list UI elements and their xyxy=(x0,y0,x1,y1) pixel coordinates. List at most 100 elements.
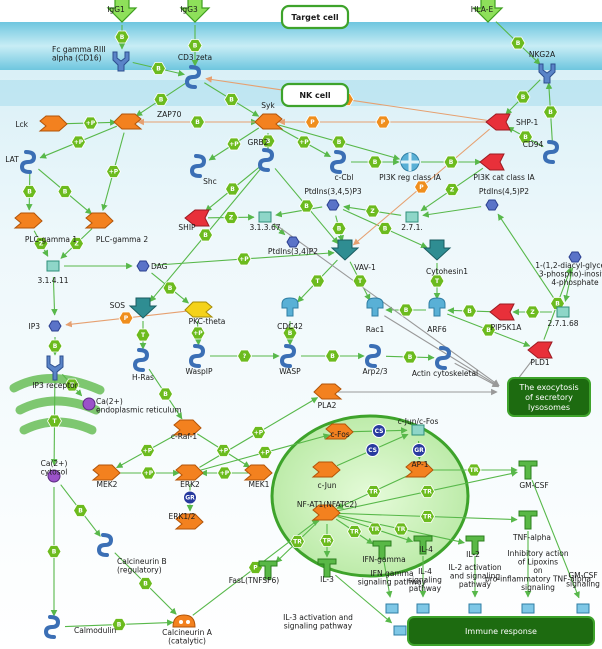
svg-text:B: B xyxy=(523,134,528,141)
edge-ec_2_7_1_68-ptdins45p2 xyxy=(497,213,558,304)
node-cd3-zeta[interactable] xyxy=(184,65,202,89)
node-fc-gamma[interactable] xyxy=(112,51,130,72)
svg-text:B: B xyxy=(467,308,472,315)
node-pla2[interactable] xyxy=(313,383,343,400)
node-actin[interactable] xyxy=(434,346,452,370)
node-hla-e[interactable] xyxy=(472,0,504,23)
node-ip3[interactable] xyxy=(48,320,62,332)
node-mek2[interactable] xyxy=(91,464,121,481)
node-cd94[interactable] xyxy=(542,140,560,164)
node-arp23[interactable] xyxy=(364,344,382,368)
node-ca-cytosol[interactable] xyxy=(47,469,61,483)
label-c-fos: c-Fos xyxy=(330,430,349,439)
label-wasp: WASP xyxy=(279,367,301,376)
node-c-cbl[interactable] xyxy=(329,150,347,174)
node-wasp[interactable] xyxy=(279,344,297,368)
node-plc-g2[interactable] xyxy=(84,212,114,229)
node-calcineurin-a[interactable] xyxy=(172,614,196,628)
node-ptdins45p2[interactable] xyxy=(485,199,499,211)
node-fasl[interactable] xyxy=(258,560,278,580)
node-mek1[interactable] xyxy=(243,464,273,481)
node-lipoxins[interactable] xyxy=(521,603,535,614)
label-ifn-gamma: IFN-gamma xyxy=(362,555,405,564)
node-c-fos[interactable] xyxy=(324,423,354,440)
mark-binding: B xyxy=(153,93,169,106)
node-h-ras[interactable] xyxy=(132,348,150,372)
label-ptdins345p3: PtdIns(3,4,5)P3 xyxy=(304,187,362,196)
mark-binding: B xyxy=(187,39,203,52)
node-il3[interactable] xyxy=(317,558,337,578)
label-lat: LAT xyxy=(5,155,19,164)
node-grb2[interactable] xyxy=(257,148,275,172)
node-sos[interactable] xyxy=(128,297,158,319)
svg-text:B: B xyxy=(555,301,560,308)
node-gmcsf-pathway[interactable] xyxy=(576,603,590,614)
node-cytohesin1[interactable] xyxy=(422,239,452,261)
node-ec-3-1-3-67[interactable] xyxy=(258,211,272,223)
node-ec-2-7-1[interactable] xyxy=(405,211,419,223)
svg-text:TR: TR xyxy=(470,467,479,474)
svg-text:B: B xyxy=(408,354,413,361)
label-pi3k-cat: PI3K cat class IA xyxy=(473,173,535,182)
node-syk[interactable] xyxy=(254,113,284,130)
node-lat[interactable] xyxy=(19,150,37,174)
node-igg3[interactable] xyxy=(179,0,211,23)
mark-phosphorylation: +P xyxy=(140,444,155,457)
node-lck[interactable] xyxy=(38,115,68,132)
node-wasp-ip[interactable] xyxy=(188,344,206,368)
node-nkg2a[interactable] xyxy=(538,63,556,84)
node-erk2[interactable] xyxy=(174,464,204,481)
node-shc[interactable] xyxy=(189,154,207,178)
node-pkc-theta[interactable] xyxy=(184,301,214,318)
node-ip3-receptor[interactable] xyxy=(46,355,64,381)
node-il2[interactable] xyxy=(465,535,485,555)
node-c-raf1[interactable] xyxy=(172,419,202,436)
node-pip5k1a[interactable] xyxy=(489,303,515,321)
node-arf6[interactable] xyxy=(428,297,446,317)
node-pi3k-reg[interactable] xyxy=(400,152,420,172)
node-calcineurin-b[interactable] xyxy=(96,533,114,557)
node-ec-2-7-1-68[interactable] xyxy=(556,306,570,318)
svg-text:TR: TR xyxy=(371,526,380,533)
node-ship[interactable] xyxy=(184,209,210,227)
edge-ptdins345p3-ec_3_1_3_67 xyxy=(275,206,323,218)
node-ec-3-1-4-11[interactable] xyxy=(46,260,60,272)
label-calcineurin-a: Calcineurin A(catalytic) xyxy=(162,628,213,646)
node-igg1[interactable] xyxy=(106,0,138,23)
node-calmodulin[interactable] xyxy=(43,615,61,639)
node-ptdins345p3[interactable] xyxy=(326,199,340,211)
label-dag: DAG xyxy=(151,262,168,271)
edge-ec_3_1_4_11-ip3 xyxy=(51,276,58,316)
node-vav1[interactable] xyxy=(330,239,360,261)
mark-binding: B xyxy=(158,387,173,401)
node-rac1[interactable] xyxy=(366,297,384,317)
node-pld1[interactable] xyxy=(527,341,553,359)
node-gm-csf[interactable] xyxy=(518,460,538,480)
mark-transcription: TR xyxy=(420,485,435,498)
node-il4[interactable] xyxy=(413,535,433,555)
node-ca-er[interactable] xyxy=(82,397,96,411)
node-c-jun-c-fos[interactable] xyxy=(411,424,425,436)
node-pi3k-cat[interactable] xyxy=(479,153,505,171)
node-plc-g1[interactable] xyxy=(13,212,43,229)
node-cdc42[interactable] xyxy=(281,297,299,317)
node-il3-pathway[interactable] xyxy=(393,625,407,636)
node-il4-pathway[interactable] xyxy=(416,603,430,614)
node-tnf-alpha[interactable] xyxy=(518,510,538,530)
mark-catalysis: Z xyxy=(525,305,540,319)
node-erk12[interactable] xyxy=(174,513,204,530)
node-il2-pathway[interactable] xyxy=(468,603,482,614)
node-ptdins34p2[interactable] xyxy=(286,236,300,248)
label-plc-g2: PLC-gamma 2 xyxy=(96,235,149,244)
node-nfat1[interactable] xyxy=(311,504,341,521)
node-dag[interactable] xyxy=(136,260,150,272)
node-dag-phosphate[interactable] xyxy=(568,251,582,263)
mark-complex: CS xyxy=(372,424,386,438)
edge-rac1-exo xyxy=(384,315,500,387)
node-ap1[interactable] xyxy=(404,461,434,478)
node-ifn-gamma[interactable] xyxy=(372,540,392,560)
node-ifn-pathway[interactable] xyxy=(385,603,399,614)
node-c-jun[interactable] xyxy=(311,461,341,478)
node-shp1[interactable] xyxy=(485,113,511,131)
node-zap70[interactable] xyxy=(113,113,143,130)
